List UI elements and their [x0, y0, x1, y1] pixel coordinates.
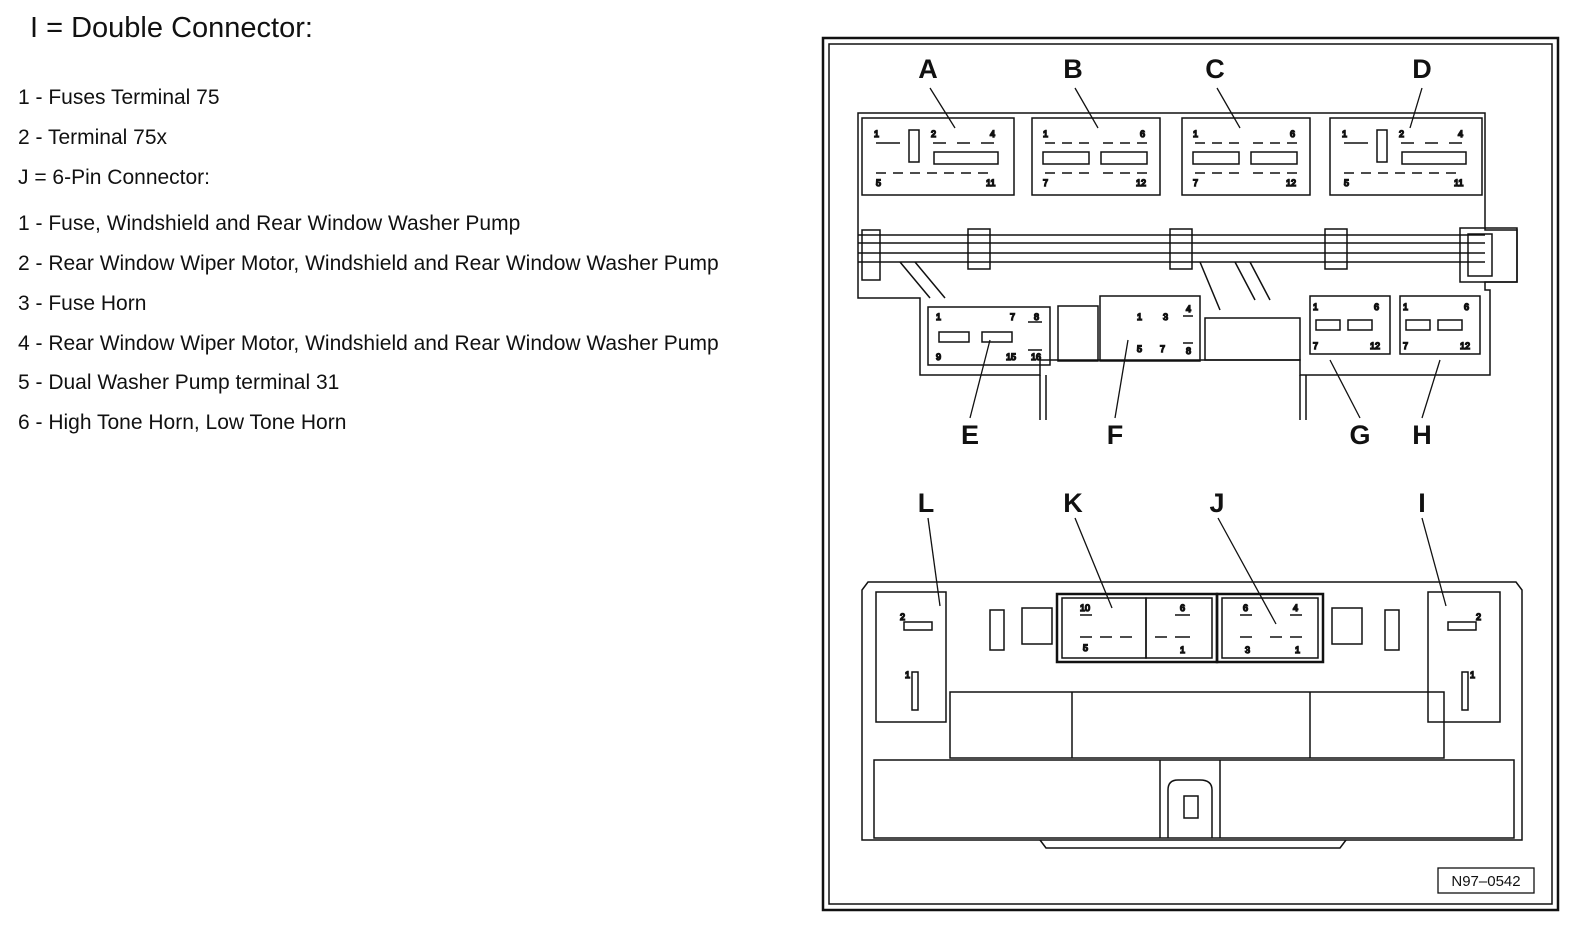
pin-label: 7: [1160, 344, 1165, 354]
pin-label: 1: [1342, 129, 1347, 139]
pin-label: 5: [1083, 643, 1088, 653]
connector-h: 1 6 7 12: [1399, 295, 1481, 355]
pin-label: 5: [876, 178, 881, 188]
legend-item: 2 - Rear Window Wiper Motor, Windshield …: [18, 252, 719, 275]
pin-label: 1: [874, 129, 879, 139]
legend-item: 6 - High Tone Horn, Low Tone Horn: [18, 411, 347, 434]
pin-label: 7: [1010, 312, 1015, 322]
pin-label: 1: [1193, 129, 1198, 139]
pin-label: 9: [936, 352, 941, 362]
pin-label: 6: [1140, 129, 1145, 139]
pin-label: 3: [1245, 645, 1250, 655]
pin-label: 12: [1460, 341, 1470, 351]
callout-labels: A B C D E F G H L K J I: [918, 54, 1432, 518]
pin-label: 4: [990, 129, 995, 139]
pin-label: 16: [1031, 352, 1041, 362]
connector-c: 1 6 7 12: [1181, 117, 1311, 196]
callout-label-d: D: [1412, 54, 1432, 84]
pin-label: 5: [1344, 178, 1349, 188]
legend-item: 1 - Fuses Terminal 75: [18, 86, 220, 109]
callout-label-l: L: [918, 488, 935, 518]
pin-label: 1: [1313, 302, 1318, 312]
callout-label-b: B: [1063, 54, 1083, 84]
callout-label-i: I: [1418, 488, 1426, 518]
connector-g: 1 6 7 12: [1309, 295, 1391, 355]
pin-label: 2: [931, 129, 936, 139]
callout-label-j: J: [1209, 488, 1224, 518]
pin-label: 1: [1295, 645, 1300, 655]
pin-label: 1: [1470, 670, 1475, 680]
pin-label: 1: [1403, 302, 1408, 312]
pin-label: 6: [1374, 302, 1379, 312]
legend-item: 4 - Rear Window Wiper Motor, Windshield …: [18, 332, 719, 355]
connector-i: 2 1: [1447, 611, 1482, 711]
diagram-frame: [821, 36, 1560, 912]
pin-label: 12: [1136, 178, 1146, 188]
upper-connector-block: [857, 112, 1518, 420]
diagram-inner-frame: [828, 43, 1553, 905]
pin-label: 1: [1137, 312, 1142, 322]
connector-e: 1 7 8 9 15 16: [927, 306, 1051, 366]
pin-label: 4: [1186, 304, 1191, 314]
pin-label: 8: [1186, 346, 1191, 356]
pin-label: 12: [1286, 178, 1296, 188]
pin-label: 11: [1454, 178, 1463, 188]
pin-label: 7: [1403, 341, 1408, 351]
connector-f: 1 3 4 5 7 8: [1136, 303, 1193, 357]
pin-label: 6: [1180, 603, 1185, 613]
pin-label: 12: [1370, 341, 1380, 351]
callout-label-e: E: [961, 420, 979, 450]
connector-k: 10 6 5 1: [1055, 592, 1219, 664]
pin-label: 15: [1006, 352, 1016, 362]
pin-label: 1: [936, 312, 941, 322]
legend-item: 5 - Dual Washer Pump terminal 31: [18, 371, 340, 394]
figure-number: N97–0542: [1451, 873, 1520, 890]
pin-label: 1: [1043, 129, 1048, 139]
pin-label: 11: [986, 178, 995, 188]
leader-lines: [927, 87, 1447, 625]
connector-b: 1 6 7 12: [1031, 117, 1161, 196]
callout-label-g: G: [1349, 420, 1370, 450]
legend-item: 2 - Terminal 75x: [18, 126, 168, 149]
legend-item: J = 6-Pin Connector:: [18, 166, 211, 189]
pin-label: 4: [1458, 129, 1463, 139]
legend-item: 1 - Fuse, Windshield and Rear Window Was…: [18, 212, 521, 235]
callout-label-k: K: [1063, 488, 1083, 518]
pin-label: 5: [1137, 344, 1142, 354]
pin-label: 10: [1080, 603, 1090, 613]
pin-label: 7: [1043, 178, 1048, 188]
pin-label: 2: [1476, 612, 1481, 622]
callout-label-c: C: [1205, 54, 1225, 84]
pin-label: 1: [1180, 645, 1185, 655]
figure-number-box: N97–0542: [1437, 867, 1535, 894]
pin-label: 7: [1193, 178, 1198, 188]
connector-a: 1 2 4 5 11: [861, 117, 1015, 196]
callout-label-h: H: [1412, 420, 1432, 450]
legend-heading: I = Double Connector:: [30, 12, 313, 44]
pin-label: 6: [1464, 302, 1469, 312]
pin-label: 7: [1313, 341, 1318, 351]
pin-label: 6: [1290, 129, 1295, 139]
connector-j: 6 4 3 1: [1215, 592, 1325, 664]
pin-label: 1: [905, 670, 910, 680]
pin-label: 8: [1034, 312, 1039, 322]
legend-item: 3 - Fuse Horn: [18, 292, 147, 315]
lower-connector-block: [861, 581, 1523, 849]
pin-label: 4: [1293, 603, 1298, 613]
pin-label: 3: [1163, 312, 1168, 322]
pin-label: 2: [900, 612, 905, 622]
connector-d: 1 2 4 5 11: [1329, 117, 1483, 196]
callout-label-f: F: [1107, 420, 1124, 450]
callout-label-a: A: [918, 54, 938, 84]
connector-l: 2 1: [899, 611, 933, 711]
pin-label: 2: [1399, 129, 1404, 139]
pin-label: 6: [1243, 603, 1248, 613]
